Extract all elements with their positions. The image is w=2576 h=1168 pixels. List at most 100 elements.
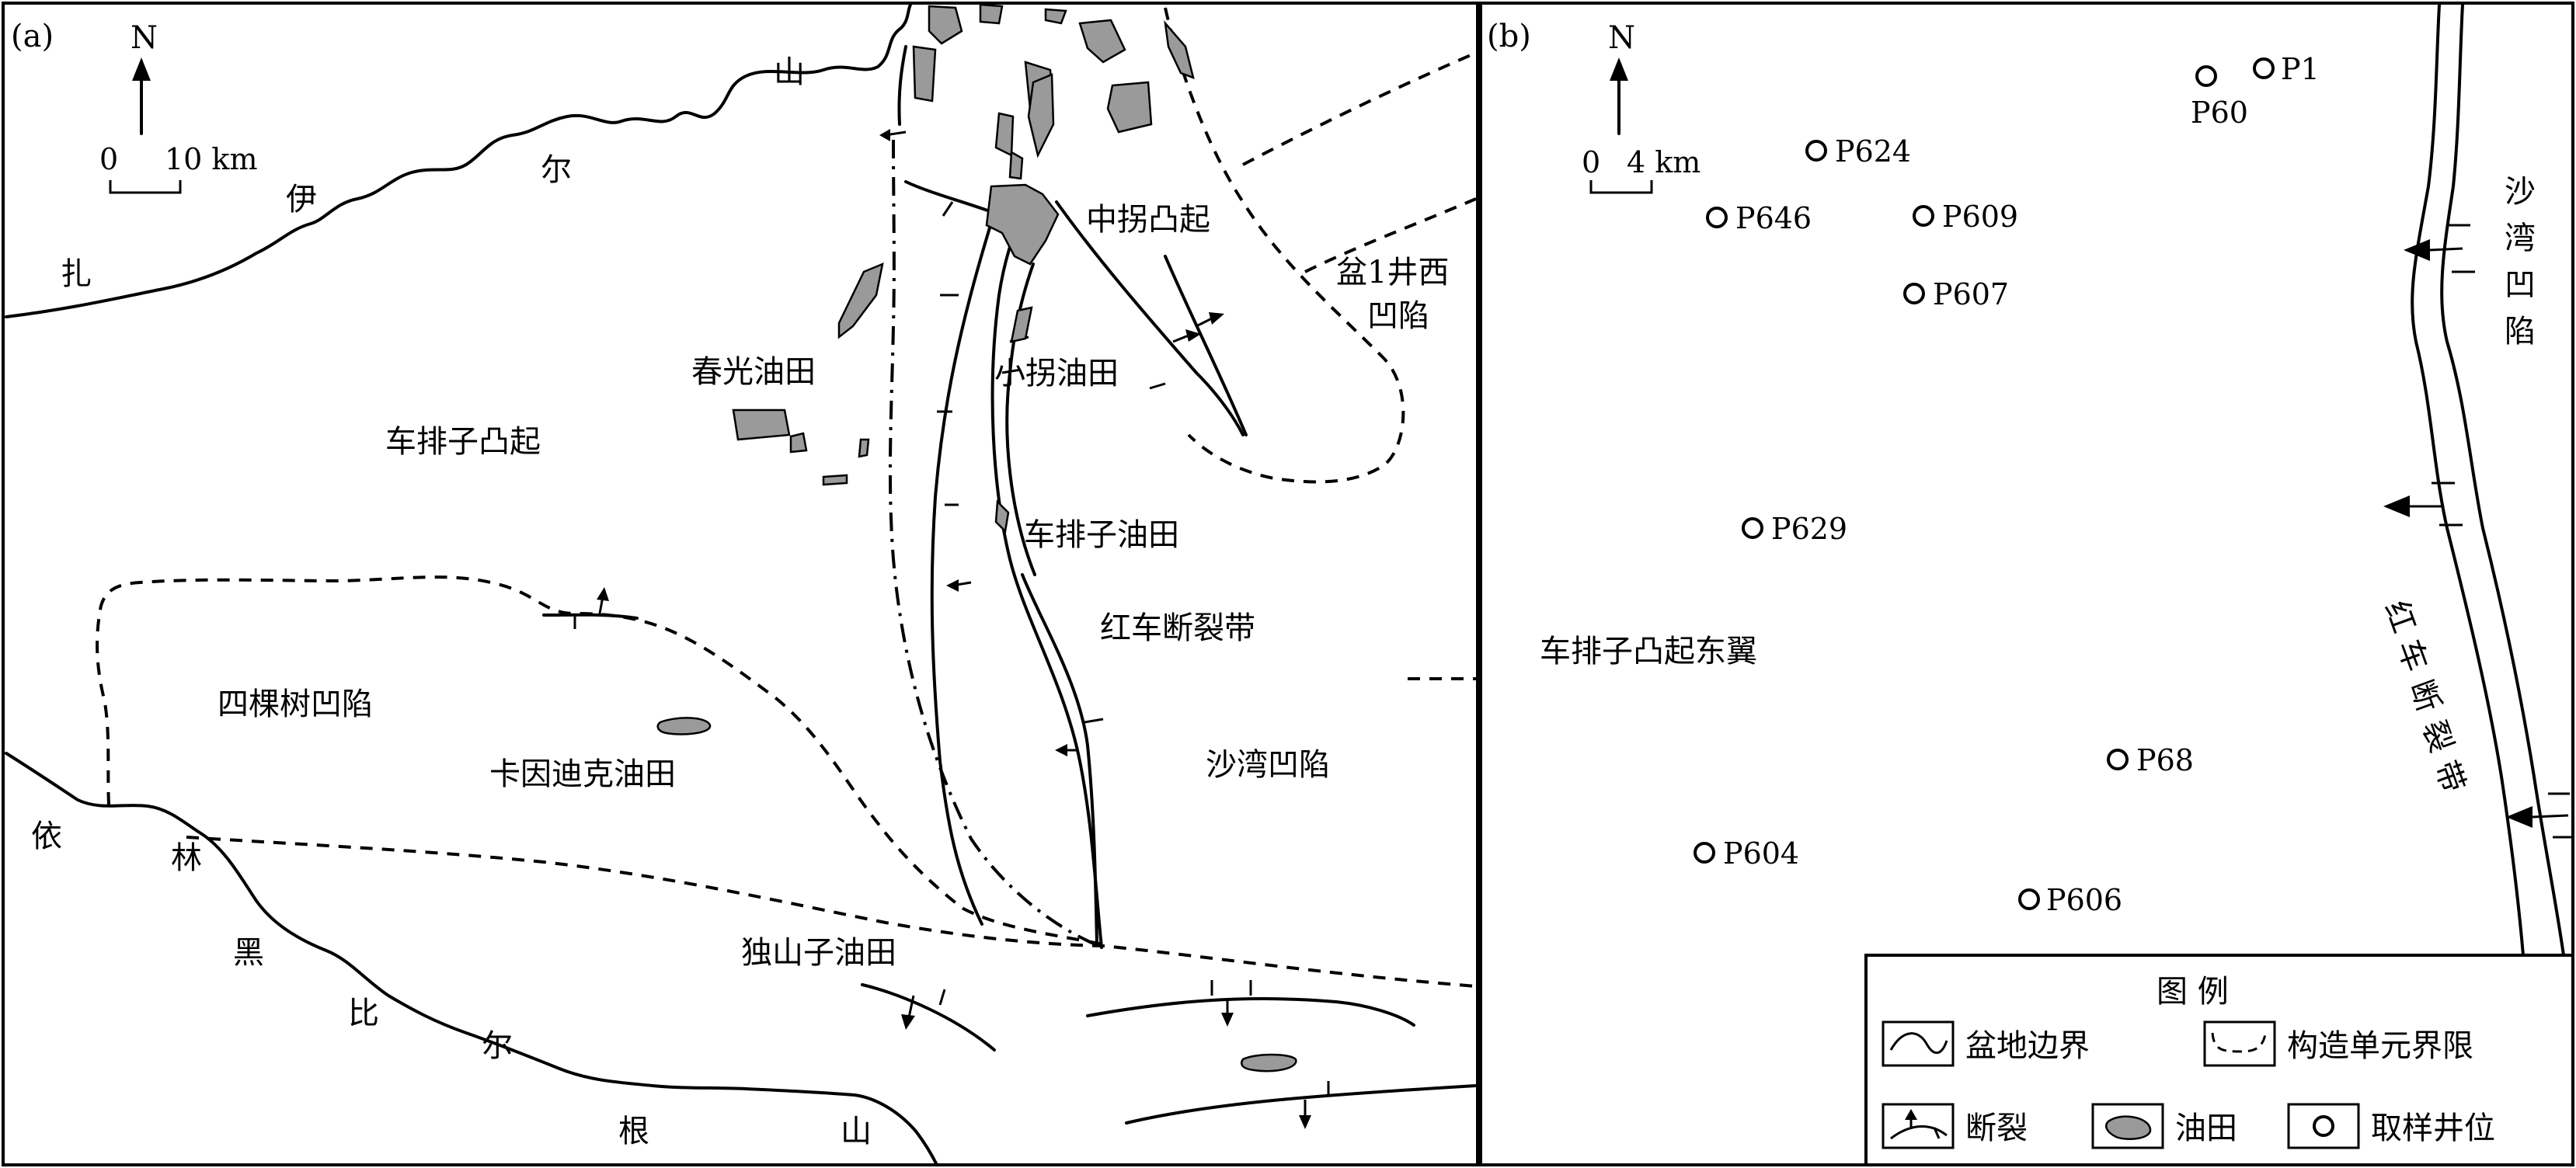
- unit-labels-a: 车排子凸起 春光油田 中拐凸起 小拐油田 盆1井西 凹陷 车排子油田 红车断裂带…: [218, 202, 1449, 971]
- hongche-fault-vertical-label: 红 车 断 裂 带: [2378, 596, 2472, 798]
- mountain-north-char-2: 伊: [286, 182, 317, 217]
- shawan-sag-vertical-label: 沙 湾 凹 陷: [2505, 174, 2536, 349]
- well-P607: P607: [1903, 277, 2009, 311]
- shawan-char-4: 陷: [2505, 314, 2536, 349]
- label-xiaoguai-field: 小拐油田: [994, 356, 1119, 391]
- fault-ticks-a: [879, 129, 1224, 756]
- legend-basin-boundary-label: 盆地边界: [1965, 1028, 2090, 1064]
- legend-sample-well-label: 取样井位: [2371, 1111, 2495, 1146]
- legend: 图 例 盆地边界 构造单元界限 断裂: [1864, 954, 2574, 1166]
- svg-text:P1: P1: [2281, 52, 2320, 86]
- basin-boundary-north: [5, 3, 912, 318]
- oil-field-chunguang-3: [789, 432, 808, 454]
- oil-field-north-4: [1044, 8, 1067, 25]
- northern-fault-arc: [897, 45, 907, 126]
- legend-fault-label: 断裂: [1965, 1111, 2028, 1146]
- oil-field-zhongguai-2: [994, 112, 1015, 157]
- structural-boundary-ew: [186, 836, 1477, 988]
- shawan-char-3: 凹: [2505, 267, 2536, 303]
- panel-b-tag: (b): [1487, 19, 1531, 54]
- hongche-fault-2: [990, 213, 1103, 949]
- oil-field-chunguang-1: [837, 262, 884, 339]
- oil-field-chunguang-5: [822, 474, 848, 486]
- legend-box: [1864, 954, 2574, 1166]
- panel-b-fault-ticks: [2383, 224, 2571, 839]
- legend-basin-boundary: 盆地边界: [1882, 1020, 2090, 1067]
- scale-bar-a: 0 10 km: [99, 142, 258, 194]
- basin-boundary-south: [5, 752, 938, 1166]
- oil-field-north-1: [928, 5, 963, 45]
- mountain-south-char-5: 尔: [482, 1028, 513, 1064]
- panel-b-fault-west: [2411, 3, 2525, 957]
- boundary-ne-1: [1242, 51, 1477, 166]
- north-label-b: N: [1608, 20, 1635, 56]
- oil-field-north-7: [1106, 81, 1153, 134]
- hongche-fault-3: [1021, 573, 1098, 946]
- oil-field-north-6: [1164, 20, 1195, 80]
- well-P609: P609: [1913, 200, 2018, 234]
- svg-text:P604: P604: [1723, 836, 1799, 871]
- label-chunguang-field: 春光油田: [691, 354, 816, 390]
- xiaoguai-fault: [1005, 262, 1036, 576]
- mountain-south-char-3: 黑: [233, 935, 264, 971]
- sikeshu-sag-boundary: [96, 575, 1104, 946]
- oil-field-kayindike: [656, 717, 712, 735]
- panel-a: (a) N 0 10 km: [2, 2, 1479, 1166]
- hongche-char-4: 裂: [2415, 716, 2459, 757]
- svg-text:P624: P624: [1835, 134, 1911, 169]
- well-P604: P604: [1694, 836, 1799, 871]
- oil-field-xiaoguai: [1010, 306, 1033, 343]
- oil-field-zhongguai-1: [1027, 73, 1055, 158]
- label-kayindike-field: 卡因迪克油田: [489, 756, 676, 792]
- legend-title: 图 例: [2157, 974, 2229, 1010]
- southern-fault-2: [1125, 1084, 1478, 1125]
- mountain-labels-a: 山 伊 尔 扎 依 林 黑 比 尔 根 山: [31, 54, 872, 1149]
- well-P624: P624: [1805, 134, 1911, 169]
- boundary-ne-2: [1304, 197, 1477, 273]
- oil-field-chunguang-4: [858, 438, 870, 458]
- oil-field-south: [1241, 1053, 1297, 1072]
- shawan-char-1: 沙: [2505, 174, 2536, 210]
- panel-a-frame: [2, 2, 1479, 1166]
- legend-oil-field: 油田: [2091, 1103, 2237, 1149]
- scale-text-b: 4 km: [1627, 145, 1701, 179]
- mountain-south-char-6: 根: [618, 1114, 649, 1149]
- label-pen1-line2: 凹陷: [1367, 298, 1429, 334]
- svg-text:P629: P629: [1771, 512, 1847, 546]
- sample-wells: P1 P60 P624 P646 P609 P607: [1694, 52, 2320, 917]
- hongche-char-3: 断: [2403, 676, 2447, 717]
- svg-text:P606: P606: [2046, 883, 2122, 917]
- panel-b: (b) N 0 4 km: [1479, 2, 2574, 1166]
- panel-a-tag: (a): [11, 19, 54, 54]
- scale-text-a: 10 km: [165, 142, 258, 176]
- svg-text:P646: P646: [1735, 201, 1812, 235]
- sikeshu-fault-arrow: [597, 587, 609, 601]
- svg-text:P609: P609: [1942, 200, 2018, 234]
- oil-field-zhongguai-4: [985, 183, 1060, 266]
- oil-field-zhongguai-3: [1008, 150, 1024, 180]
- zhongguai-fault: [1055, 200, 1244, 436]
- label-east-wing: 车排子凸起东翼: [1540, 634, 1757, 669]
- structural-boundary-west: [888, 139, 1096, 946]
- legend-fault: 断裂: [1882, 1103, 2028, 1149]
- mountain-south-char-2: 林: [171, 840, 202, 876]
- mountain-north-char-1: 山: [774, 54, 805, 90]
- well-P646: P646: [1706, 201, 1812, 235]
- pen1-sag-boundary: [1164, 7, 1405, 484]
- hongche-char-5: 带: [2428, 756, 2472, 798]
- north-arrow-b: N: [1608, 20, 1635, 135]
- oil-field-north-2: [979, 3, 1004, 25]
- well-P68: P68: [2107, 743, 2194, 777]
- oil-field-chunguang-2: [732, 408, 791, 441]
- sikeshu-fault: [542, 613, 639, 620]
- mountain-north-char-4: 扎: [61, 256, 92, 292]
- southern-fault-1: [1086, 997, 1415, 1027]
- oil-field-north-5: [912, 45, 937, 103]
- legend-structural-boundary-label: 构造单元界限: [2287, 1028, 2473, 1064]
- svg-text:P607: P607: [1933, 277, 2009, 311]
- svg-text:P68: P68: [2136, 743, 2194, 777]
- label-hongche-fault: 红车断裂带: [1100, 610, 1255, 646]
- svg-text:P60: P60: [2191, 96, 2248, 130]
- well-P60: P60: [2191, 65, 2248, 130]
